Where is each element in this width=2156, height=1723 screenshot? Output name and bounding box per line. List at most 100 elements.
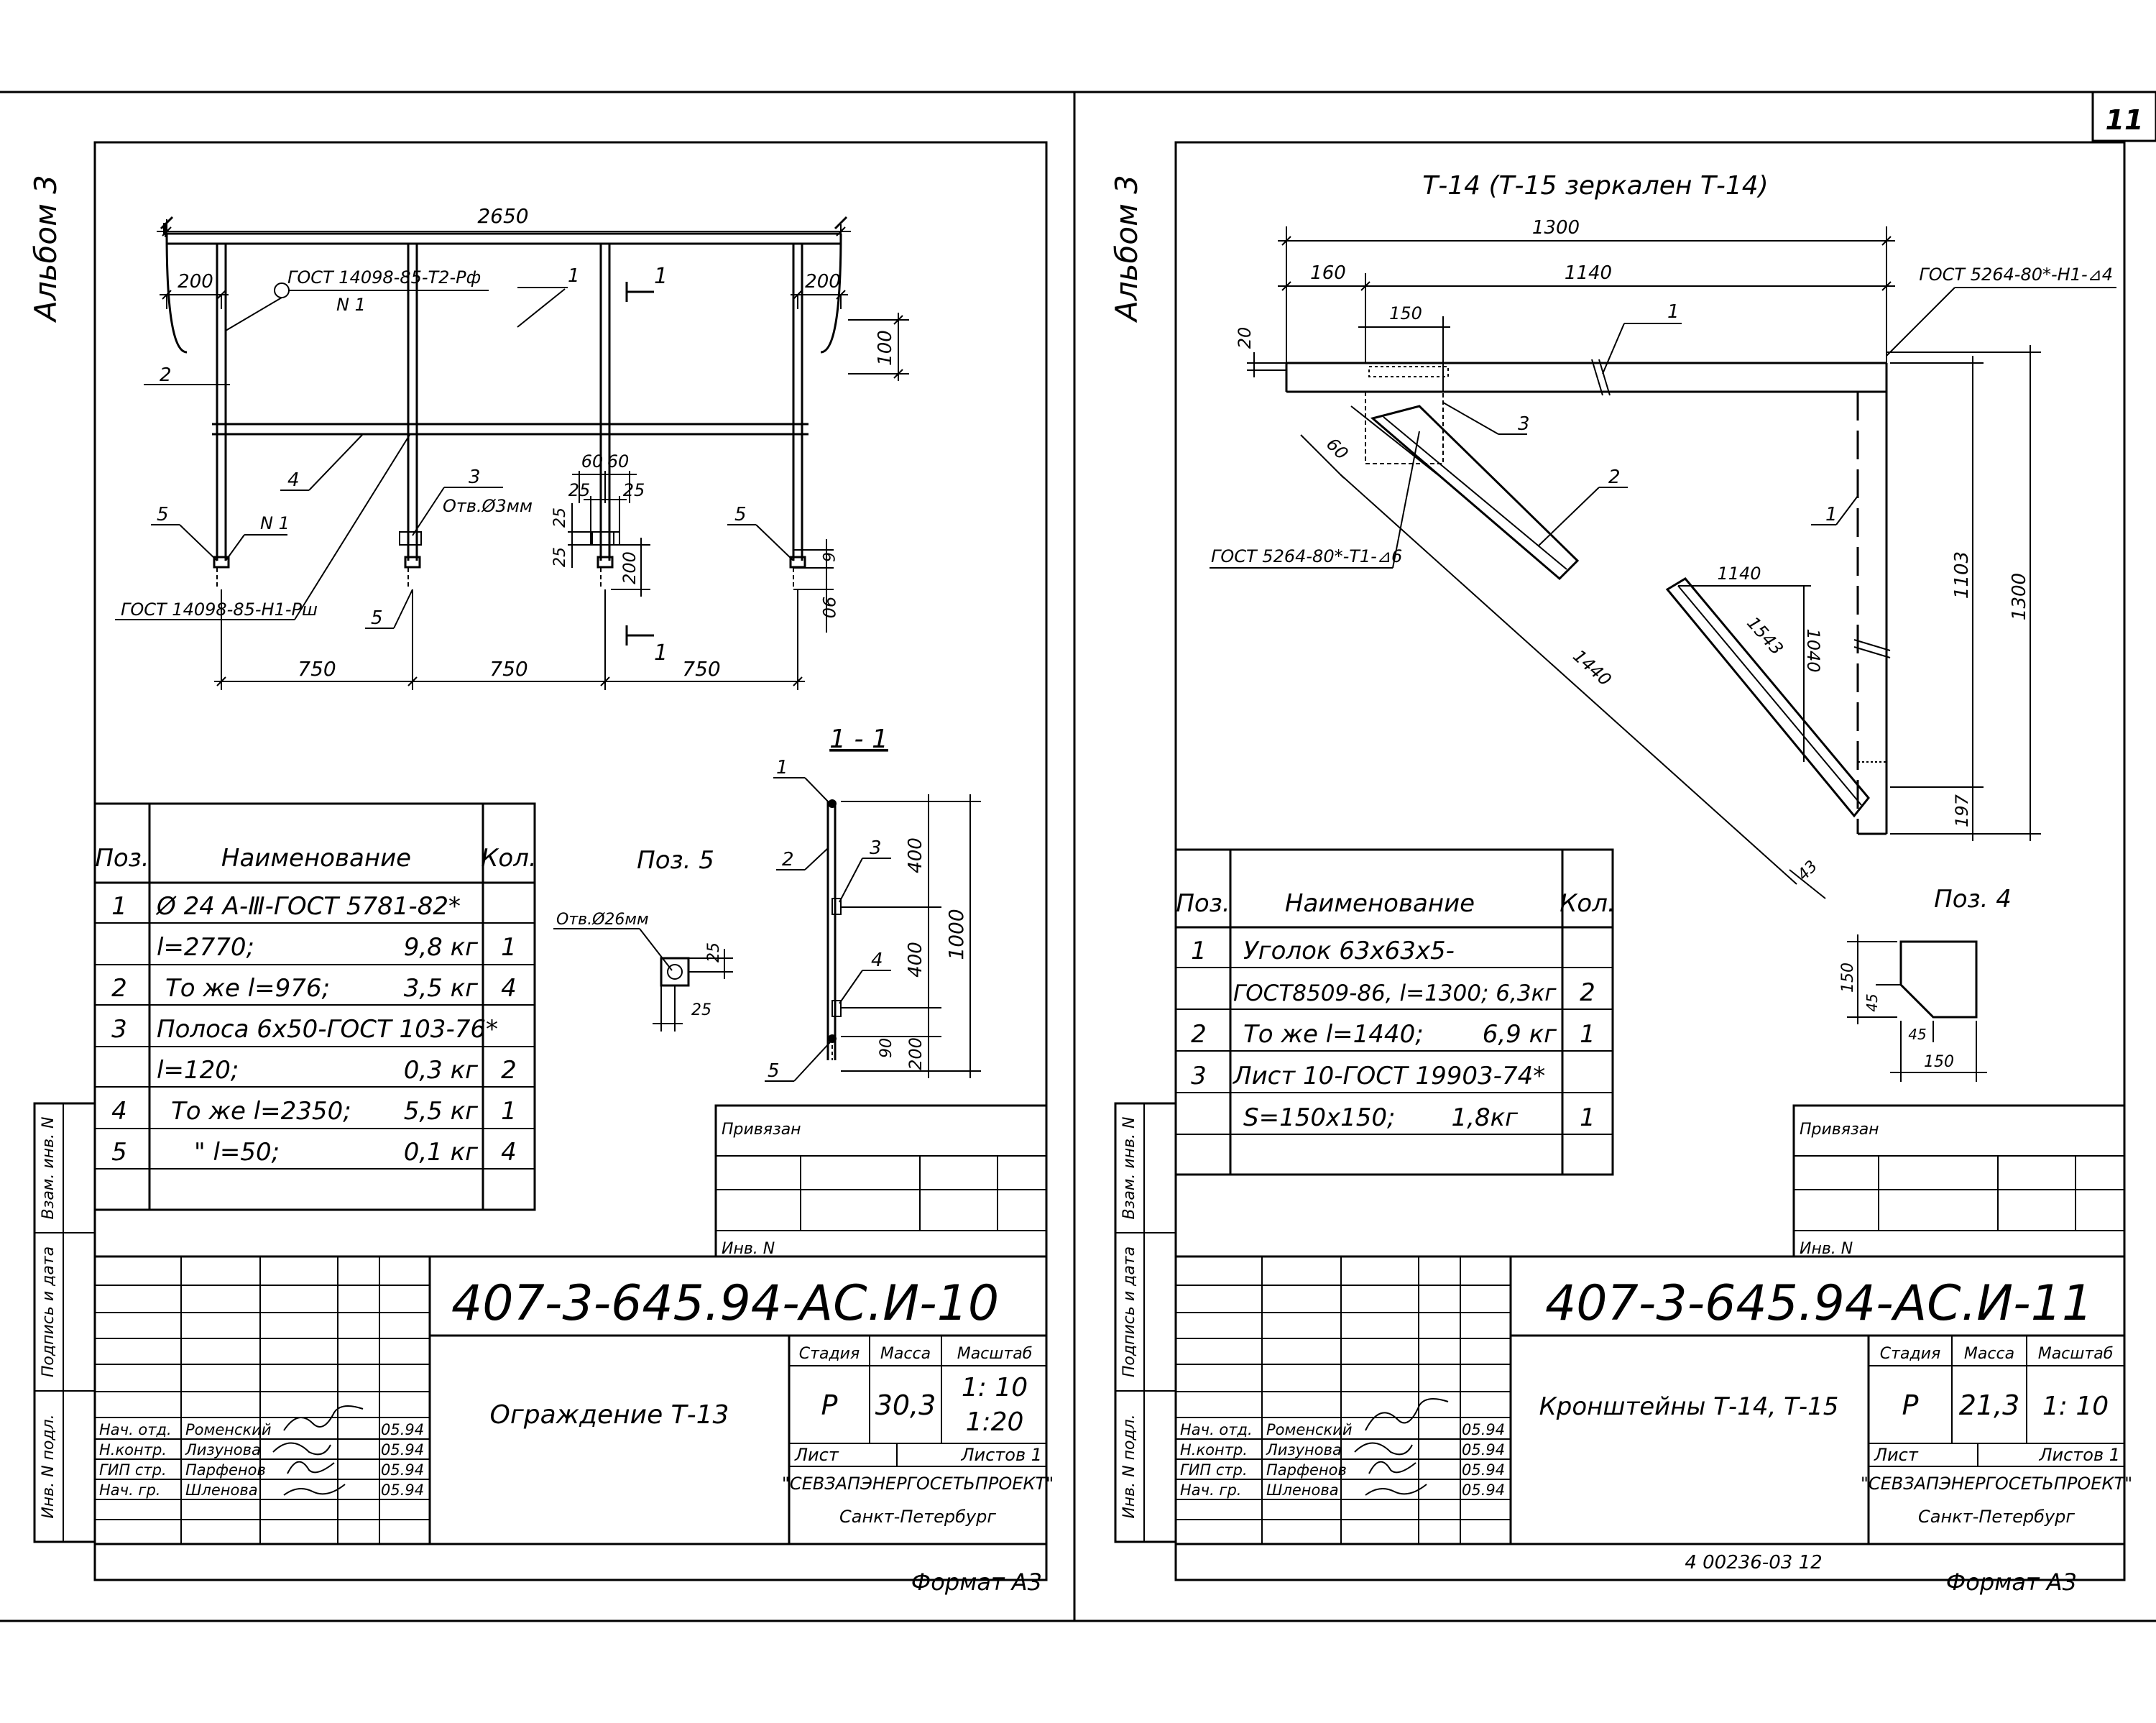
inv-label: Инв. N <box>722 1240 775 1258</box>
mass-header: Масса <box>880 1345 931 1363</box>
svg-text:Н.контр.: Н.контр. <box>1180 1441 1248 1458</box>
svg-text:1: 1 <box>1191 937 1207 965</box>
dim-label: 90 <box>877 1038 895 1058</box>
table-row: l=120; 0,3 кг 2 <box>157 1056 517 1085</box>
svg-text:Нач. гр.: Нач. гр. <box>99 1481 160 1499</box>
section-mark: 1 <box>654 264 668 289</box>
table-row: 3 Полоса 6х50-ГОСТ 103-76* <box>111 1015 498 1044</box>
table-header: Кол. <box>481 844 536 873</box>
album-label: Альбом 3 <box>28 175 63 323</box>
svg-text:3,5 кг: 3,5 кг <box>404 974 479 1003</box>
svg-text:То же l=1440;: То же l=1440; <box>1243 1020 1424 1049</box>
drawing-code: 407-3-645.94-АС.И-11 <box>1545 1275 2093 1332</box>
dim-label: 2650 <box>477 204 528 228</box>
svg-text:1: 1 <box>501 933 517 962</box>
svg-text:1: 1 <box>1580 1103 1595 1132</box>
railing-post <box>596 244 614 569</box>
svg-text:Парфенов: Парфенов <box>1266 1461 1347 1479</box>
sheets-label: Листов 1 <box>960 1445 1042 1465</box>
dim-label: 1140 <box>1565 262 1612 284</box>
svg-text:Шленова: Шленова <box>1266 1481 1339 1499</box>
table-header: Поз. <box>1176 889 1230 918</box>
svg-text:Лизунова: Лизунова <box>185 1441 261 1458</box>
top-dims: 2650 200 200 100 750 750 750 6 <box>157 204 909 690</box>
svg-text:05.94: 05.94 <box>1462 1421 1505 1438</box>
table-row: l=2770; 9,8 кг 1 <box>157 933 517 962</box>
plate-poz-3 <box>1365 391 1444 464</box>
detail-poz-5: Поз. 5 Отв.Ø26мм 25 25 <box>553 846 733 1031</box>
table-header: Наименование <box>221 844 411 873</box>
scale-header: Масштаб <box>957 1345 1033 1363</box>
callout-number: 5 <box>768 1060 780 1082</box>
svg-text:05.94: 05.94 <box>1462 1461 1505 1479</box>
svg-text:ГИП стр.: ГИП стр. <box>99 1461 167 1479</box>
hole-note: Отв.Ø3мм <box>443 496 533 516</box>
post-detail-dims: 60 60 25 25 25 25 200 <box>551 451 650 597</box>
strut-lower <box>1665 577 1870 818</box>
svg-text:05.94: 05.94 <box>381 1481 424 1499</box>
table-header: Наименование <box>1285 889 1475 918</box>
page-number: 11 <box>2106 104 2144 136</box>
weld-label: N 1 <box>260 513 290 533</box>
svg-text:5: 5 <box>111 1138 127 1167</box>
svg-text:2: 2 <box>501 1056 517 1085</box>
dim-label: 150 <box>1389 303 1422 323</box>
svg-text:Лизунова: Лизунова <box>1266 1441 1342 1458</box>
dim-label: 1000 <box>944 909 968 960</box>
dim-label: 1103 <box>1951 551 1973 599</box>
dim-label: 60 <box>581 451 604 472</box>
svg-text:4: 4 <box>111 1097 127 1126</box>
bound-label: Привязан <box>722 1121 801 1139</box>
detail-title: Поз. 5 <box>637 846 714 875</box>
svg-text:2: 2 <box>1580 978 1595 1007</box>
table-row: 2 То же l=976; 3,5 кг 4 <box>111 974 517 1003</box>
mass-value: 30,3 <box>875 1389 936 1421</box>
side-label: Подпись и дата <box>1120 1246 1138 1377</box>
svg-text:l=2770;: l=2770; <box>157 933 254 962</box>
side-label: Подпись и дата <box>40 1246 57 1377</box>
callout-number: 2 <box>782 849 794 870</box>
dim-label: 90 <box>819 597 839 619</box>
railing-elevation <box>165 232 842 589</box>
stage-value: Р <box>1902 1389 1919 1421</box>
mass-value: 21,3 <box>1959 1389 2020 1421</box>
side-label: Инв. N подл. <box>1120 1414 1138 1518</box>
svg-text:05.94: 05.94 <box>381 1461 424 1479</box>
dim-label: 20 <box>1235 327 1255 349</box>
table-row: S=150х150; 1,8кг 1 <box>1243 1103 1595 1132</box>
svg-text:Шленова: Шленова <box>185 1481 258 1499</box>
person-row: Нач. отд. Роменский 05.94 <box>99 1421 424 1438</box>
section-mark: 1 <box>654 640 668 666</box>
svg-text:6,9 кг: 6,9 кг <box>1483 1020 1557 1049</box>
svg-text:Лист 10-ГОСТ 19903-74*: Лист 10-ГОСТ 19903-74* <box>1232 1062 1545 1090</box>
person-row: Н.контр. Лизунова 05.94 <box>99 1441 424 1458</box>
svg-text:Полоса 6х50-ГОСТ 103-76*: Полоса 6х50-ГОСТ 103-76* <box>157 1015 498 1044</box>
dim-label: 1300 <box>2009 573 2030 620</box>
strut-upper <box>1370 405 1580 581</box>
person-row: Нач. гр. Шленова 05.94 <box>1180 1481 1505 1499</box>
svg-text:ГИП стр.: ГИП стр. <box>1180 1461 1248 1479</box>
callout-number: 5 <box>157 504 169 525</box>
svg-text:Н.контр.: Н.контр. <box>99 1441 167 1458</box>
svg-text:Нач. гр.: Нач. гр. <box>1180 1481 1241 1499</box>
svg-text:05.94: 05.94 <box>381 1441 424 1458</box>
section-title: 1 - 1 <box>829 725 888 754</box>
scale-value: 1:20 <box>966 1407 1024 1437</box>
stage-value: Р <box>821 1389 838 1421</box>
svg-text:0,3 кг: 0,3 кг <box>404 1056 479 1085</box>
dim-label: 200 <box>906 1037 926 1070</box>
title-block: Привязан Инв. N Нач. отд. Роменский 05.9… <box>1174 1104 2132 1545</box>
stage-header: Стадия <box>799 1345 860 1363</box>
svg-text:Нач. отд.: Нач. отд. <box>99 1421 172 1438</box>
svg-text:Нач. отд.: Нач. отд. <box>1180 1421 1253 1438</box>
svg-text:2: 2 <box>1191 1020 1207 1049</box>
dim-label: 150 <box>1924 1053 1954 1071</box>
table-row: 2 То же l=1440; 6,9 кг 1 <box>1191 1020 1595 1049</box>
svg-text:1: 1 <box>501 1097 517 1126</box>
side-label: Взам. инв. N <box>1120 1117 1138 1220</box>
dim-label: 1440 <box>1569 645 1615 690</box>
svg-text:4: 4 <box>501 974 517 1003</box>
spec-table: Поз. Наименование Кол. 1 Ø 24 А-Ⅲ-ГОСТ 5… <box>93 802 537 1211</box>
city: Санкт-Петербург <box>1918 1507 2075 1527</box>
dim-label: 45 <box>1908 1026 1926 1043</box>
